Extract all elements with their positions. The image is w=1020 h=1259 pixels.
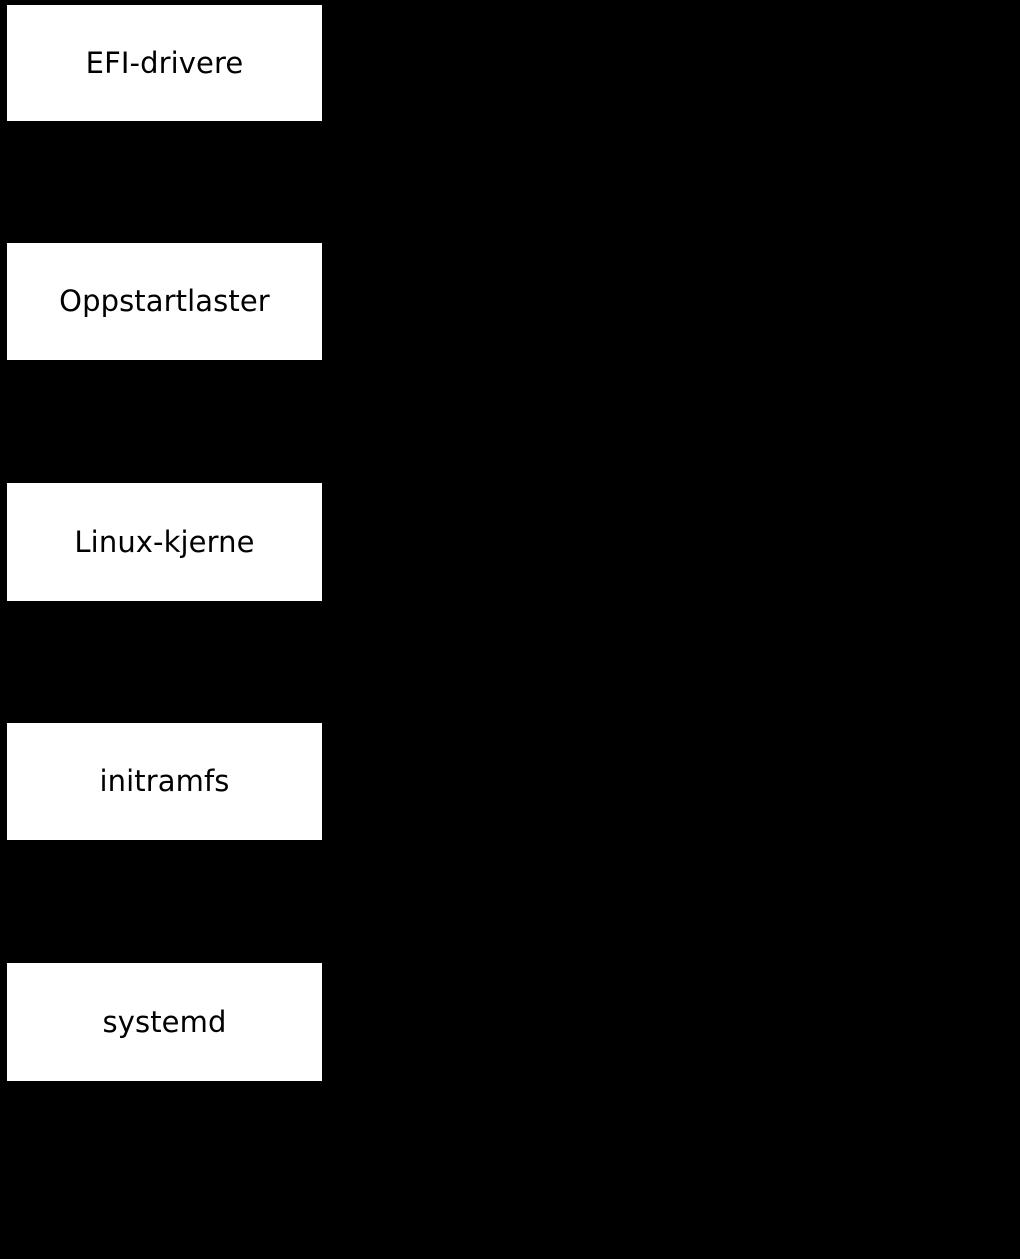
stage-label: Oppstartlaster	[59, 284, 270, 318]
stage-label: EFI-drivere	[85, 45, 244, 80]
stage-box-efi-drivers[interactable]: EFI-drivere	[7, 5, 322, 121]
stage-box-systemd[interactable]: systemd	[7, 963, 322, 1081]
stage-box-linux-kernel[interactable]: Linux-kjerne	[7, 483, 322, 601]
stage-box-initramfs[interactable]: initramfs	[7, 723, 322, 840]
stage-box-bootloader[interactable]: Oppstartlaster	[7, 243, 322, 360]
stage-label: Linux-kjerne	[74, 524, 255, 559]
stage-label: systemd	[102, 1004, 227, 1039]
stage-label: initramfs	[99, 764, 230, 798]
